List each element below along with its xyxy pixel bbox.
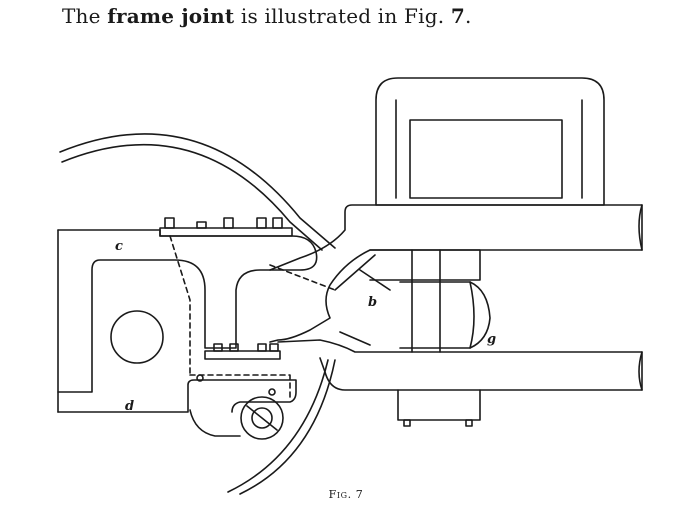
frame-joint-term: frame joint xyxy=(107,4,235,28)
lower-frame-member xyxy=(57,379,297,413)
rivet-holes xyxy=(196,374,276,396)
box-casing-window xyxy=(409,119,563,199)
intro-text-start: The xyxy=(62,4,108,28)
spring-rods xyxy=(334,254,391,346)
joint-pin xyxy=(240,396,284,440)
top-cover-plate xyxy=(159,227,293,237)
intro-text-middle: is illustrated in Fig. xyxy=(234,4,451,28)
intro-text-end: . xyxy=(464,4,472,28)
part-label-g: g xyxy=(487,332,496,347)
wheel-rim-upper-inner xyxy=(61,143,323,251)
wheel-rim-upper-outer xyxy=(59,133,336,249)
upper-frame-member xyxy=(57,229,318,393)
intro-sentence: The frame joint is illustrated in Fig. 7… xyxy=(62,4,472,28)
part-label-b: b xyxy=(368,295,377,310)
part-label-d: d xyxy=(125,399,134,414)
top-bolts xyxy=(164,217,283,229)
hidden-line-upper xyxy=(169,235,191,376)
figure-caption: Fig. 7 xyxy=(328,488,364,501)
wheel-rim-lower-outer xyxy=(227,359,329,493)
connecting-link xyxy=(269,204,643,343)
pin-bracket xyxy=(189,409,241,437)
bottom-cover-plate xyxy=(204,350,281,360)
box-casing-outer xyxy=(375,77,605,206)
figure-reference-number: 7 xyxy=(450,4,465,28)
bottom-bolts xyxy=(213,343,279,352)
spring-top-plate xyxy=(369,249,481,281)
hidden-line-lower xyxy=(189,374,291,399)
frame-opening xyxy=(110,310,164,364)
lower-hanger xyxy=(397,389,481,421)
spring-coil xyxy=(399,281,491,349)
joint-pin-inner xyxy=(251,407,273,429)
part-label-c: c xyxy=(115,239,123,254)
hidden-line-web xyxy=(269,264,336,291)
link-lower-flange xyxy=(277,339,643,391)
right-break-line xyxy=(638,204,643,391)
